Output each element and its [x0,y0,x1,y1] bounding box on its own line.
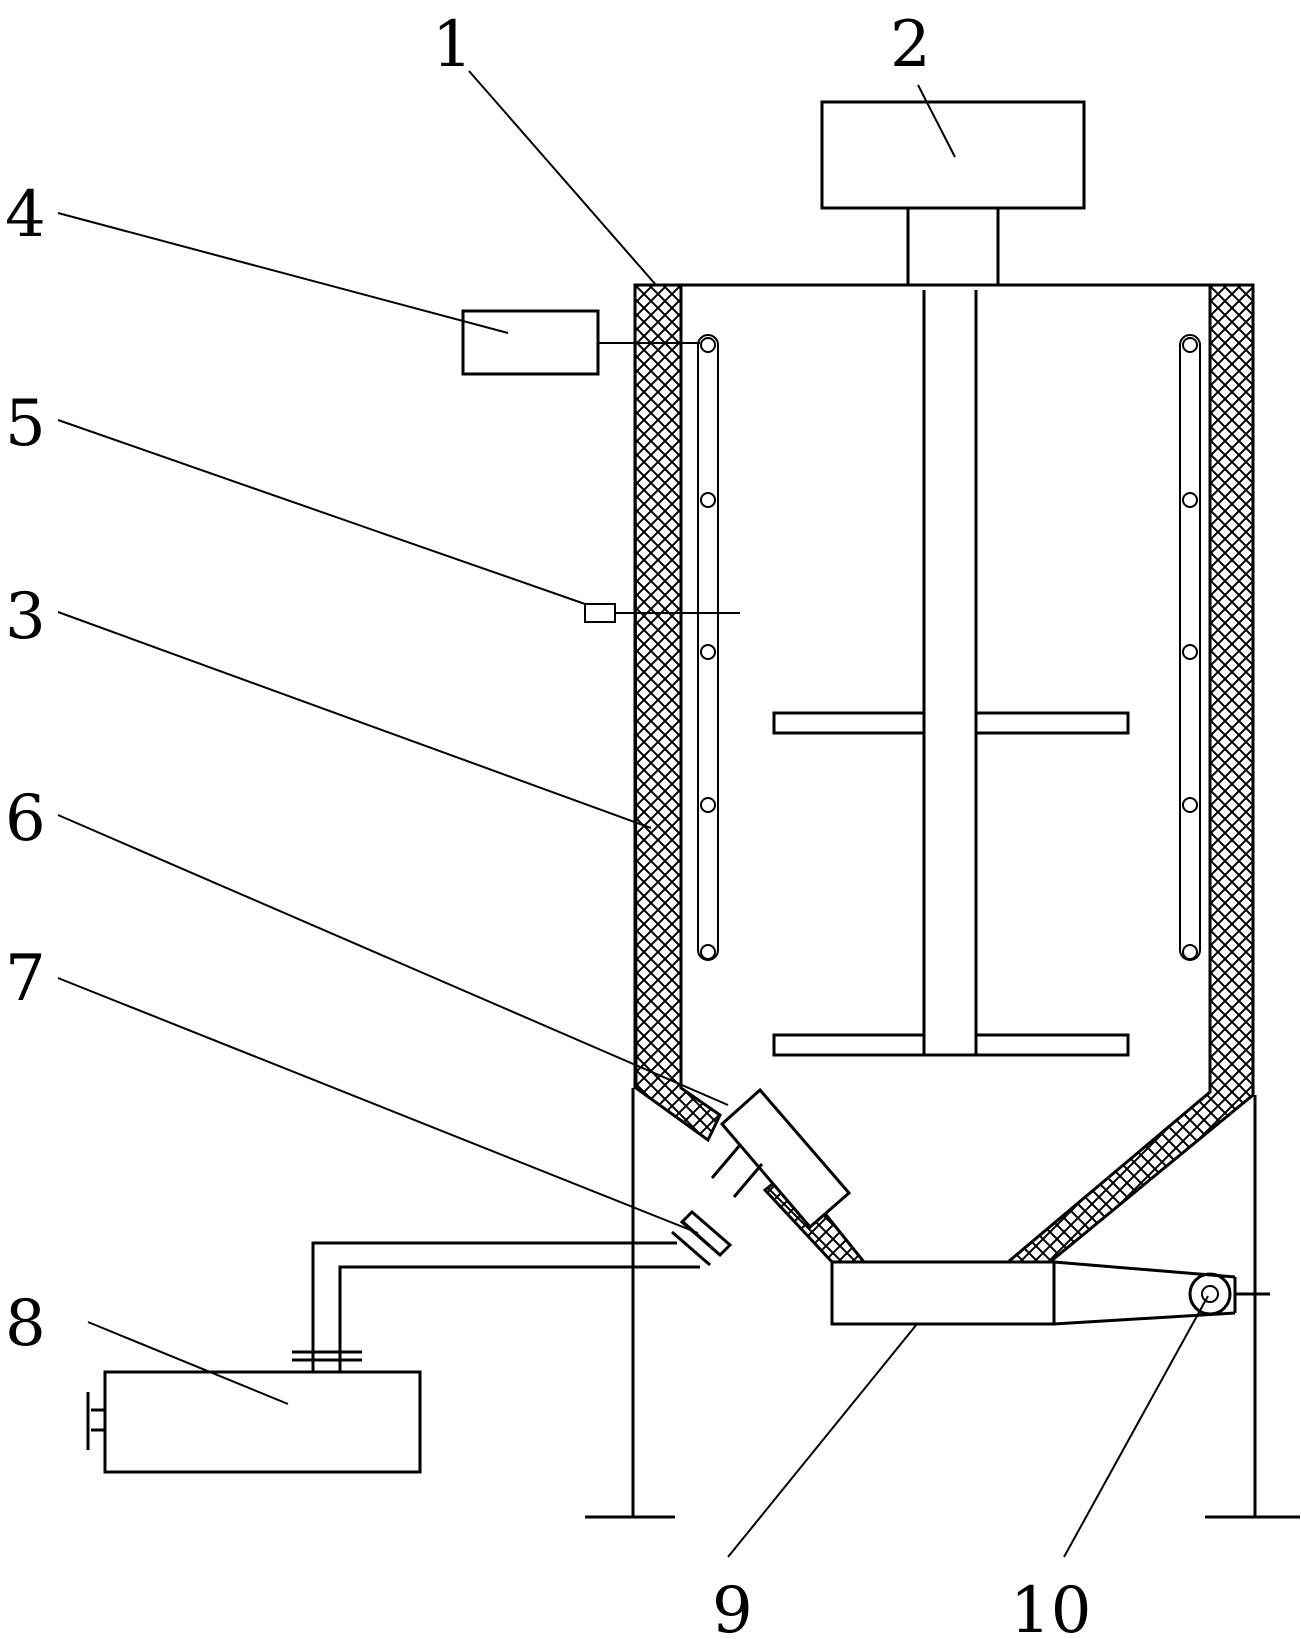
suction-pipe [292,1241,700,1372]
leader-lines [57,70,1209,1558]
label-2: 2 [890,8,931,82]
label-5: 5 [5,387,46,461]
label-6: 6 [5,782,46,856]
insulation-layer [633,283,1255,1264]
temperature-sensor [584,603,740,623]
label-3: 3 [5,580,46,654]
label-10: 10 [1010,1574,1091,1639]
controller-box [461,309,700,376]
stirring-shaft [922,290,978,1057]
vacuum-pump [86,1370,422,1474]
motor [820,100,1086,285]
heating-tube-right [1179,334,1201,961]
label-9: 9 [712,1574,753,1639]
screw-conveyor [830,1260,1236,1326]
label-4: 4 [5,178,46,252]
label-1: 1 [432,8,473,82]
stirring-paddles [772,711,1130,1057]
heating-tube-left [697,334,719,961]
filter-assembly [671,1087,852,1267]
support-legs [585,1088,1300,1519]
label-8: 8 [5,1287,46,1361]
label-7: 7 [5,942,46,1016]
tank-body [633,283,1255,1095]
drive-motor [1188,1272,1270,1316]
